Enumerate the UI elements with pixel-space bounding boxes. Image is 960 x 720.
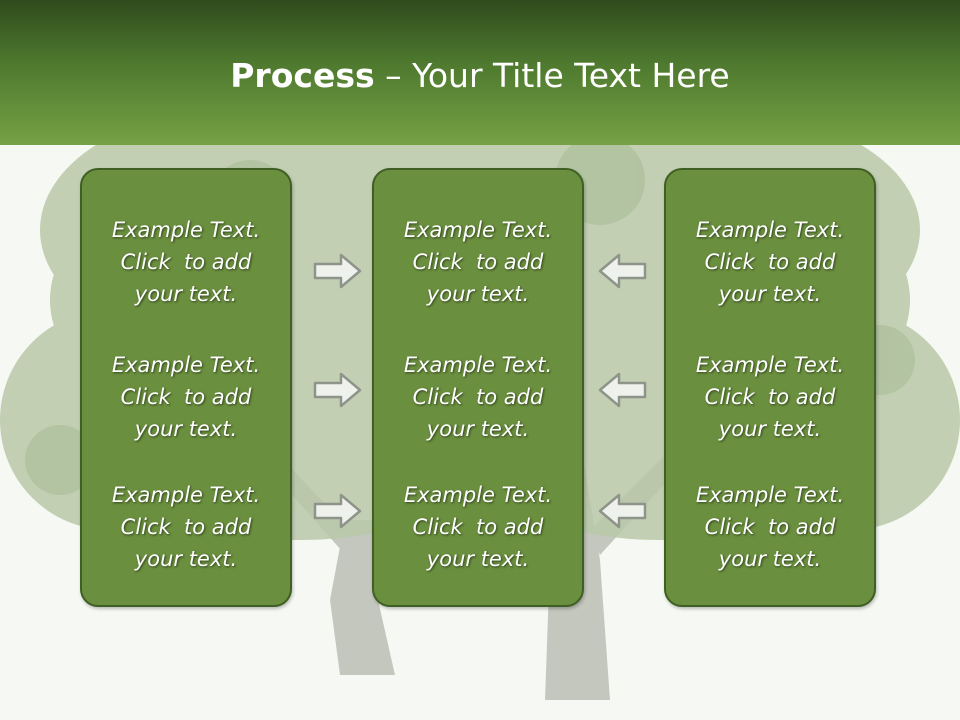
text-line: your text.	[134, 282, 238, 306]
text-line: Example Text.	[403, 353, 553, 377]
text-block[interactable]: Example Text. Click to add your text.	[374, 349, 582, 445]
text-line: Click to add	[120, 385, 252, 409]
left-arrow-icon	[598, 372, 647, 408]
center-panel[interactable]: Example Text. Click to add your text. Ex…	[372, 168, 584, 607]
text-line: Example Text.	[403, 483, 553, 507]
text-line: Click to add	[704, 515, 836, 539]
left-arrow-icon	[598, 493, 647, 529]
text-line: your text.	[134, 547, 238, 571]
text-block[interactable]: Example Text. Click to add your text.	[82, 349, 290, 445]
text-block[interactable]: Example Text. Click to add your text.	[374, 479, 582, 575]
text-line: your text.	[134, 417, 238, 441]
text-line: Click to add	[704, 250, 836, 274]
text-line: Example Text.	[695, 218, 845, 242]
text-block[interactable]: Example Text. Click to add your text.	[374, 214, 582, 310]
text-line: your text.	[426, 417, 530, 441]
text-line: Example Text.	[695, 483, 845, 507]
text-line: Example Text.	[695, 353, 845, 377]
left-panel[interactable]: Example Text. Click to add your text. Ex…	[80, 168, 292, 607]
text-block[interactable]: Example Text. Click to add your text.	[82, 214, 290, 310]
text-line: Example Text.	[111, 218, 261, 242]
text-line: Example Text.	[403, 218, 553, 242]
title-rest-part: – Your Title Text Here	[374, 56, 730, 95]
text-block[interactable]: Example Text. Click to add your text.	[82, 479, 290, 575]
left-arrow-icon	[598, 253, 647, 289]
text-line: Example Text.	[111, 353, 261, 377]
text-block[interactable]: Example Text. Click to add your text.	[666, 349, 874, 445]
title-bold-part: Process	[230, 56, 375, 95]
text-line: your text.	[718, 417, 822, 441]
text-line: Click to add	[120, 250, 252, 274]
text-line: Click to add	[412, 250, 544, 274]
right-arrow-icon	[313, 372, 362, 408]
text-line: your text.	[718, 547, 822, 571]
text-block[interactable]: Example Text. Click to add your text.	[666, 214, 874, 310]
text-line: your text.	[718, 282, 822, 306]
right-arrow-icon	[313, 253, 362, 289]
text-line: Example Text.	[111, 483, 261, 507]
slide-title[interactable]: Process – Your Title Text Here	[0, 54, 960, 98]
text-line: your text.	[426, 282, 530, 306]
text-line: Click to add	[412, 385, 544, 409]
text-line: your text.	[426, 547, 530, 571]
right-arrow-icon	[313, 493, 362, 529]
text-block[interactable]: Example Text. Click to add your text.	[666, 479, 874, 575]
title-bar: Process – Your Title Text Here	[0, 0, 960, 145]
text-line: Click to add	[704, 385, 836, 409]
text-line: Click to add	[412, 515, 544, 539]
text-line: Click to add	[120, 515, 252, 539]
right-panel[interactable]: Example Text. Click to add your text. Ex…	[664, 168, 876, 607]
